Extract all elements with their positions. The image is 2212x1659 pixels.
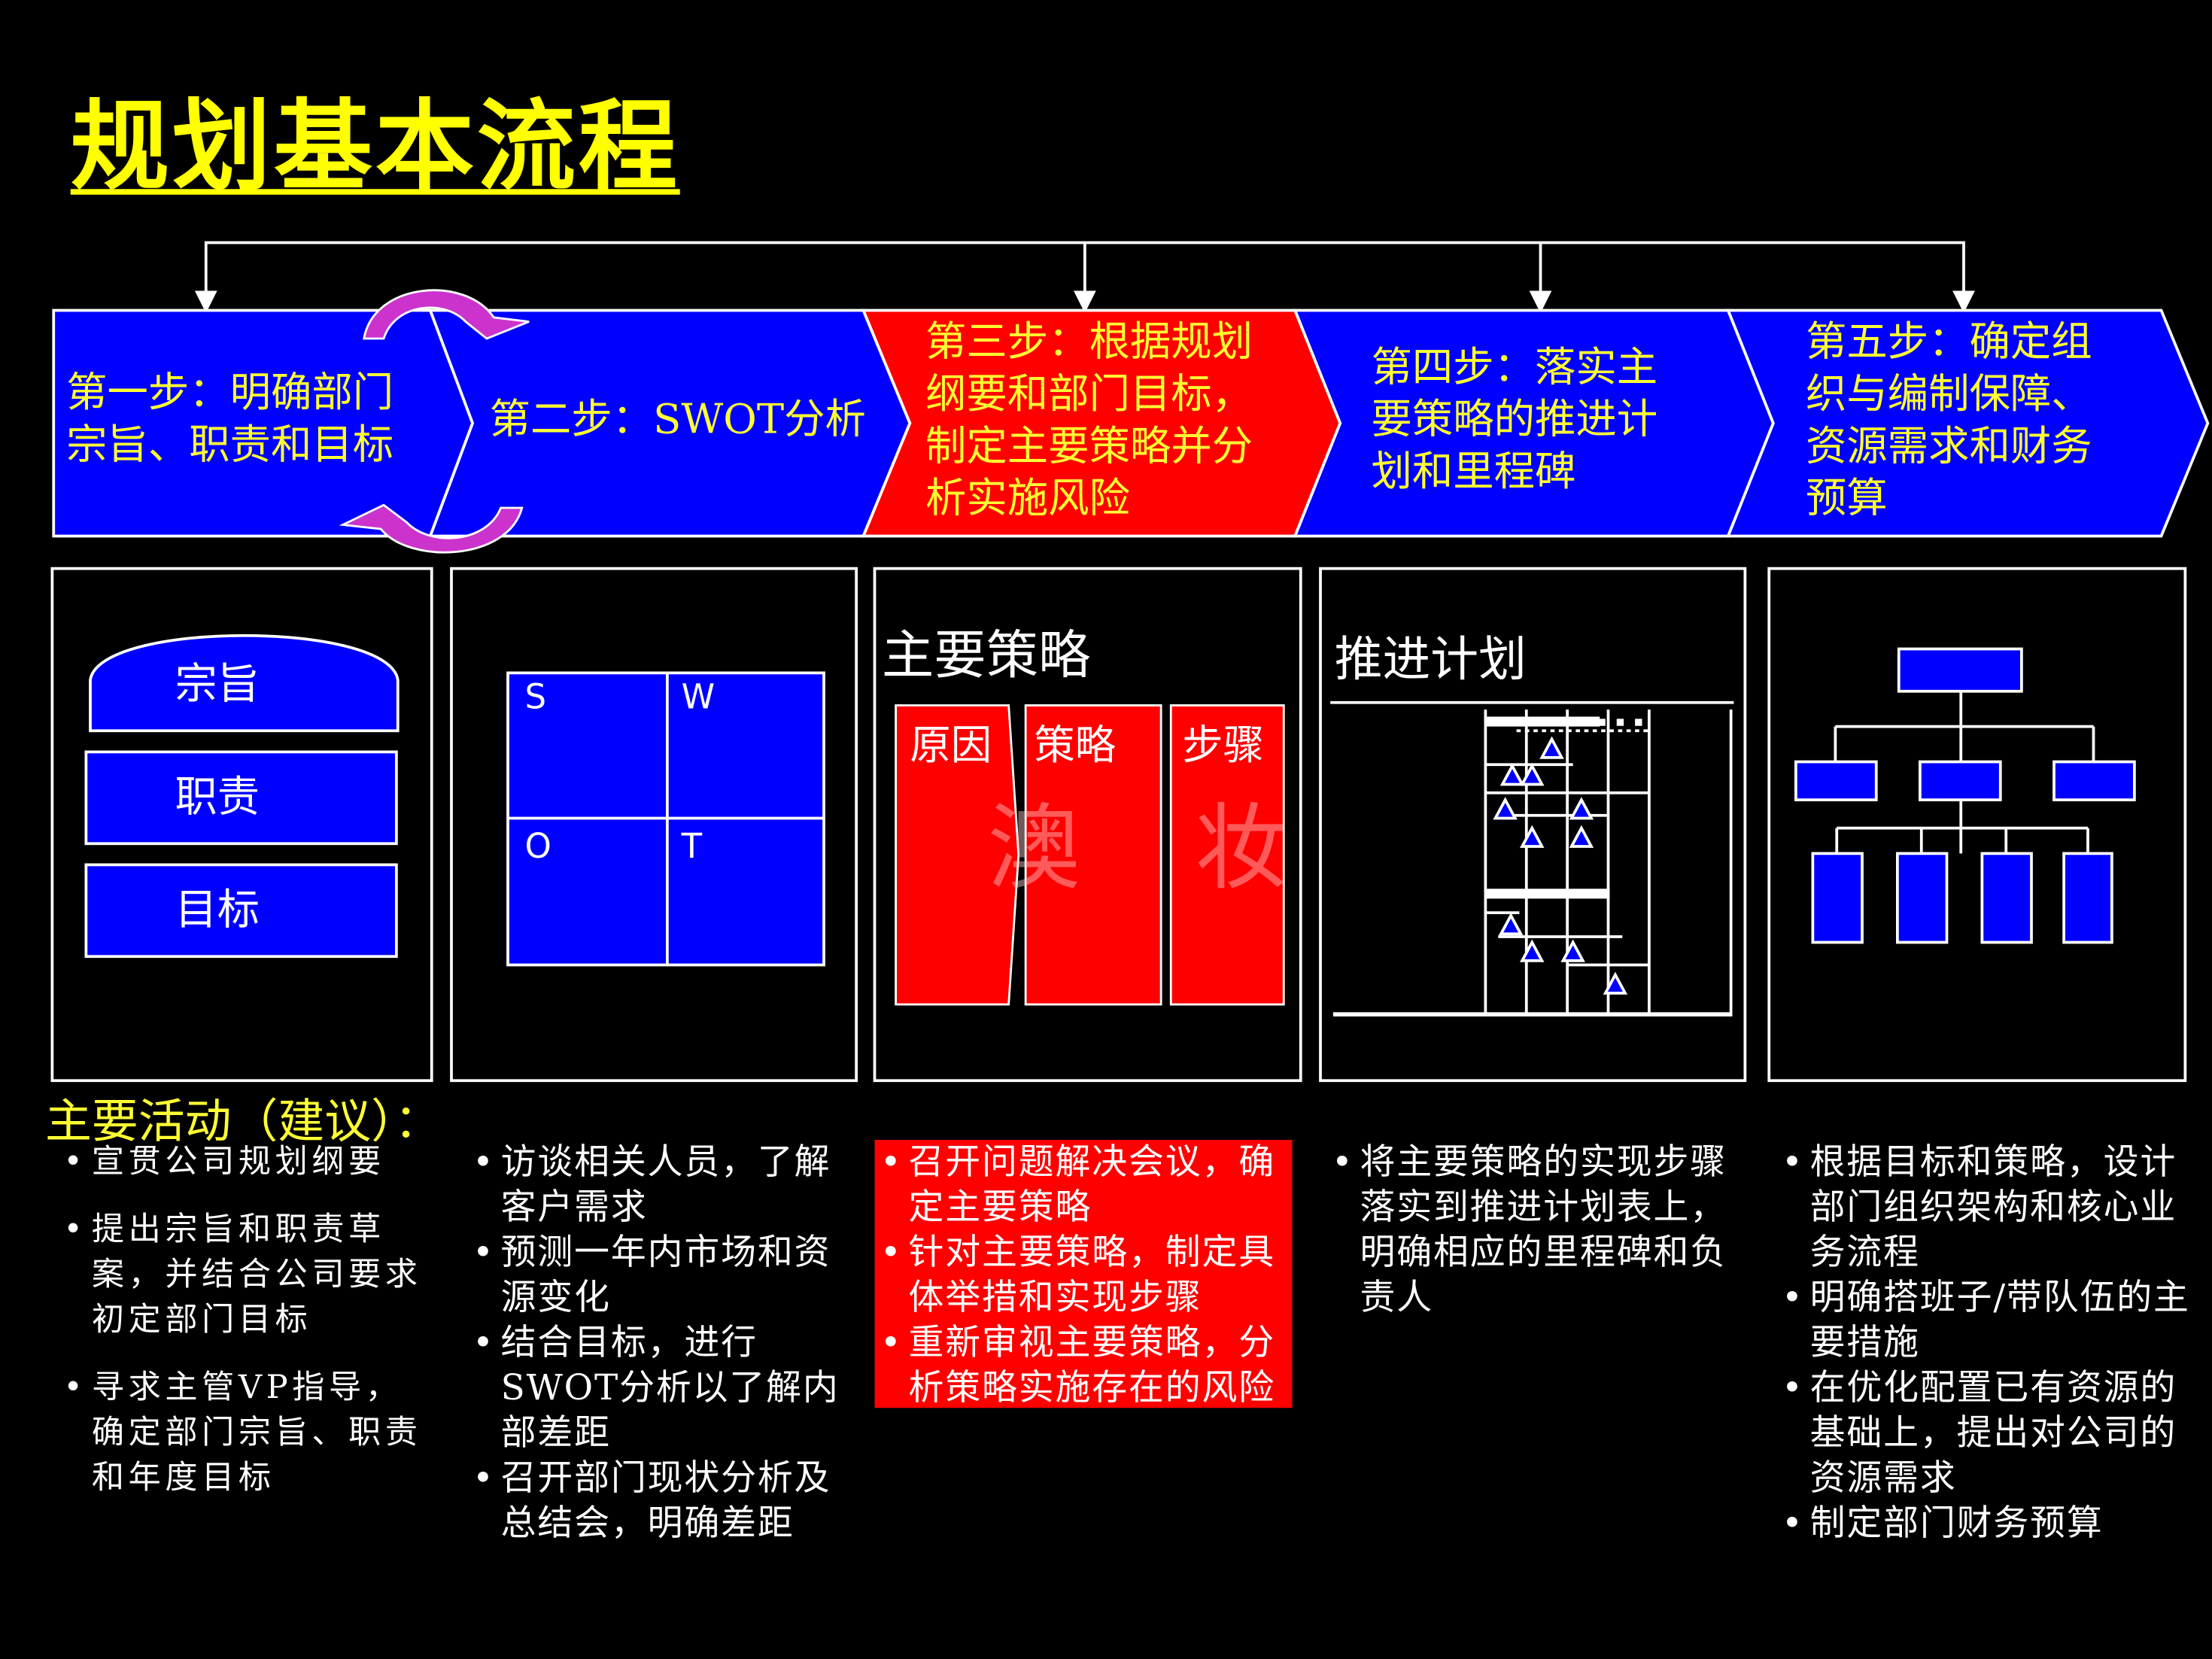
- activity-item: 预测一年内市场和资源变化: [472, 1230, 846, 1320]
- activity-item: 重新审视主要策略，分析策略实施存在的风险: [880, 1320, 1290, 1411]
- swot-o: O: [524, 826, 551, 867]
- swot-t: T: [681, 826, 703, 867]
- feedback-connector: [194, 241, 1975, 314]
- duty-label: 职责: [175, 773, 260, 823]
- swot-w: W: [681, 677, 716, 717]
- swot-s: S: [524, 677, 547, 717]
- step-4-line: 第四步：落实主: [1371, 342, 1658, 391]
- activity-item: 将主要策略的实现步骤落实到推进计划表上，明确相应的里程碑和负责人: [1332, 1140, 1741, 1320]
- cause-label: 原因: [910, 721, 992, 769]
- cause-column: [895, 704, 1020, 1006]
- step-5-line: 第五步：确定组: [1806, 317, 2092, 366]
- steps-label: 步骤: [1182, 721, 1265, 769]
- activities-col-4: 将主要策略的实现步骤落实到推进计划表上，明确相应的里程碑和负责人: [1332, 1140, 1741, 1320]
- activity-item: 结合目标，进行SWOT分析以了解内部差距: [472, 1320, 846, 1456]
- activity-item: 根据目标和策略，设计部门组织架构和核心业务流程: [1782, 1140, 2194, 1275]
- step-5-box: [1767, 567, 2187, 1083]
- strategy-column: [1024, 704, 1162, 1006]
- duty-rect: [84, 750, 398, 846]
- activities-col-3: 召开问题解决会议，确定主要策略 针对主要策略，制定具体举措和实现步骤 重新审视主…: [880, 1140, 1290, 1411]
- step-5-label: 第五步：确定组 织与编制保障、 资源需求和财务 预算: [1806, 316, 2092, 525]
- purpose-dome: [89, 634, 400, 733]
- step-5-chevron: [1726, 308, 2210, 538]
- activity-item: 制定部门财务预算: [1782, 1501, 2194, 1546]
- swot-grid: [506, 671, 825, 967]
- org-chart: [1794, 647, 2136, 944]
- step-3-line: 制定主要策略并分: [925, 421, 1253, 470]
- step-4-box: [1319, 567, 1747, 1083]
- step-1-label: 第一步：明确部门 宗旨、职责和目标: [66, 367, 393, 472]
- gantt-chart: [1330, 700, 1734, 1016]
- step-2-label: 第二步：SWOT分析: [490, 393, 866, 445]
- milestone-markers: [1493, 736, 1628, 995]
- strategy-title: 主要策略: [881, 624, 1091, 686]
- purpose-label: 宗旨: [175, 660, 260, 710]
- step-1-line: 第一步：明确部门: [66, 368, 394, 417]
- activity-item: 召开问题解决会议，确定主要策略: [880, 1140, 1290, 1230]
- activity-item: 宣贯公司规划纲要: [63, 1140, 430, 1185]
- activity-item: 召开部门现状分析及总结会，明确差距: [472, 1456, 846, 1546]
- step-4-line: 要策略的推进计: [1371, 395, 1658, 443]
- step-5-line: 织与编制保障、: [1806, 369, 2092, 418]
- step-2-line: 第二步：SWOT分析: [489, 395, 866, 443]
- step-4-line: 划和里程碑: [1371, 447, 1576, 496]
- step-3-box: [873, 567, 1302, 1083]
- step-5-line: 资源需求和财务: [1806, 421, 2092, 470]
- step-3-label: 第三步：根据规划 纲要和部门目标， 制定主要策略并分 析实施风险: [925, 316, 1253, 525]
- activity-item: 访谈相关人员，了解客户需求: [472, 1140, 846, 1230]
- goal-label: 目标: [175, 886, 260, 936]
- activities-col-2: 访谈相关人员，了解客户需求 预测一年内市场和资源变化 结合目标，进行SWOT分析…: [472, 1140, 846, 1546]
- activity-item: 明确搭班子/带队伍的主要措施: [1782, 1275, 2194, 1366]
- step-2-box: [450, 567, 858, 1083]
- step-4-label: 第四步：落实主 要策略的推进计 划和里程碑: [1372, 342, 1658, 498]
- step-3-line: 第三步：根据规划: [925, 317, 1253, 366]
- activities-col-5: 根据目标和策略，设计部门组织架构和核心业务流程 明确搭班子/带队伍的主要措施 在…: [1782, 1140, 2194, 1546]
- activity-item: 寻求主管VP指导，确定部门宗旨、职责和年度目标: [63, 1366, 430, 1501]
- plan-title: 推进计划: [1334, 632, 1527, 688]
- watermark: 澳 妆: [987, 794, 1331, 903]
- step-1-line: 宗旨、职责和目标: [66, 420, 394, 469]
- strategy-label: 策略: [1034, 721, 1117, 769]
- step-5-line: 预算: [1806, 474, 1888, 522]
- step-3-line: 纲要和部门目标，: [925, 369, 1253, 418]
- activity-item: 针对主要策略，制定具体举措和实现步骤: [880, 1230, 1290, 1320]
- step-3-line: 析实施风险: [925, 474, 1130, 522]
- activity-item: 提出宗旨和职责草案，并结合公司要求初定部门目标: [63, 1208, 430, 1343]
- step-1-box: [50, 567, 433, 1083]
- activity-item: 在优化配置已有资源的基础上，提出对公司的资源需求: [1782, 1366, 2194, 1501]
- goal-rect: [84, 863, 398, 959]
- activities-col-1: 宣贯公司规划纲要 提出宗旨和职责草案，并结合公司要求初定部门目标 寻求主管VP指…: [63, 1140, 430, 1524]
- page-title: 规划基本流程: [70, 89, 680, 205]
- cycle-arrows-icon: [339, 289, 530, 554]
- steps-column: [1169, 704, 1285, 1006]
